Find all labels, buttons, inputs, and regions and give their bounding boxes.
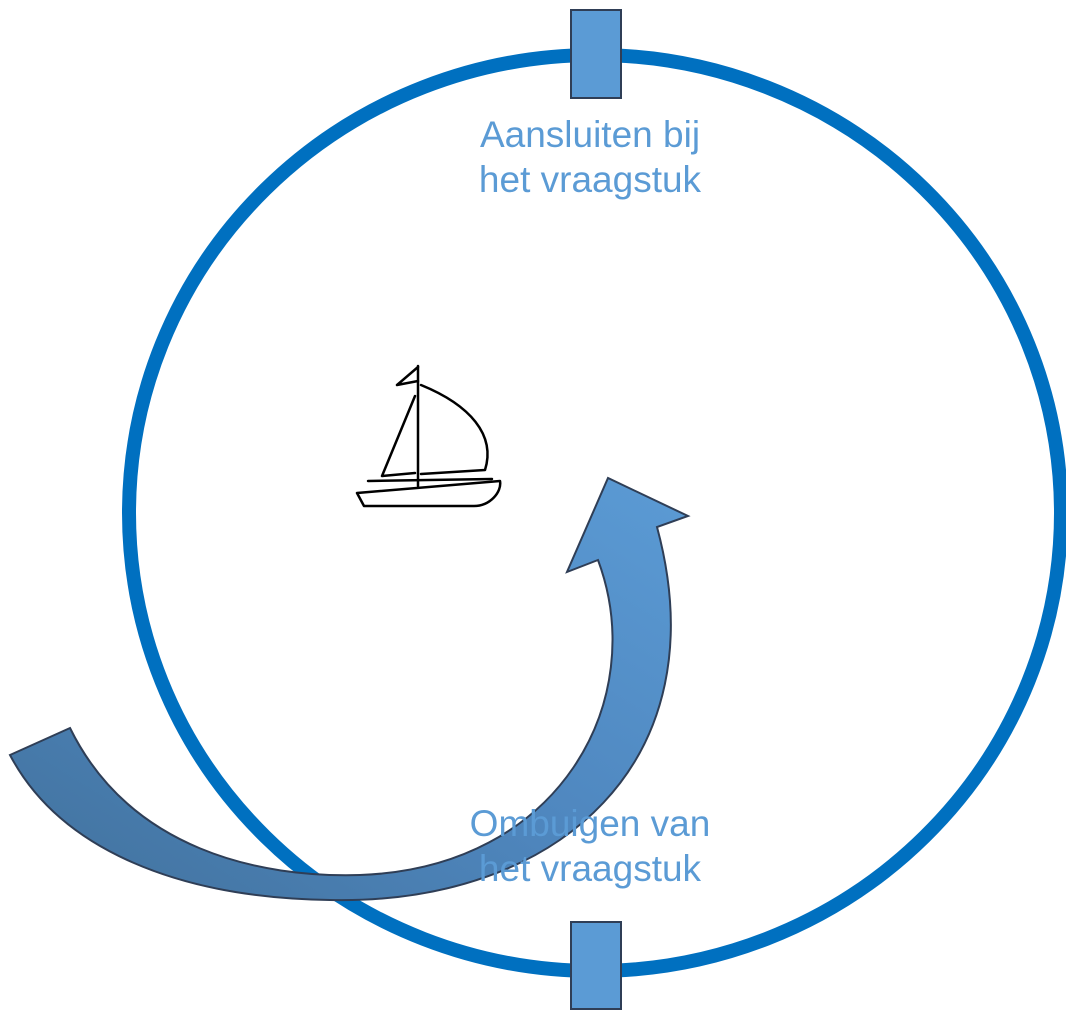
bottom-label-line-1: Ombuigen van [469,803,711,844]
top-label-line-1: Aansluiten bij [479,114,701,155]
top-marker [570,9,622,99]
top-label: Aansluiten bij het vraagstuk [440,112,740,202]
curved-arrow-icon [8,476,691,902]
bottom-label-line-2: het vraagstuk [478,848,702,890]
top-label-line-2: het vraagstuk [478,159,702,201]
sailboat-icon [355,364,502,508]
bottom-label: Ombuigen van het vraagstuk [440,801,740,891]
bottom-marker [570,921,622,1010]
